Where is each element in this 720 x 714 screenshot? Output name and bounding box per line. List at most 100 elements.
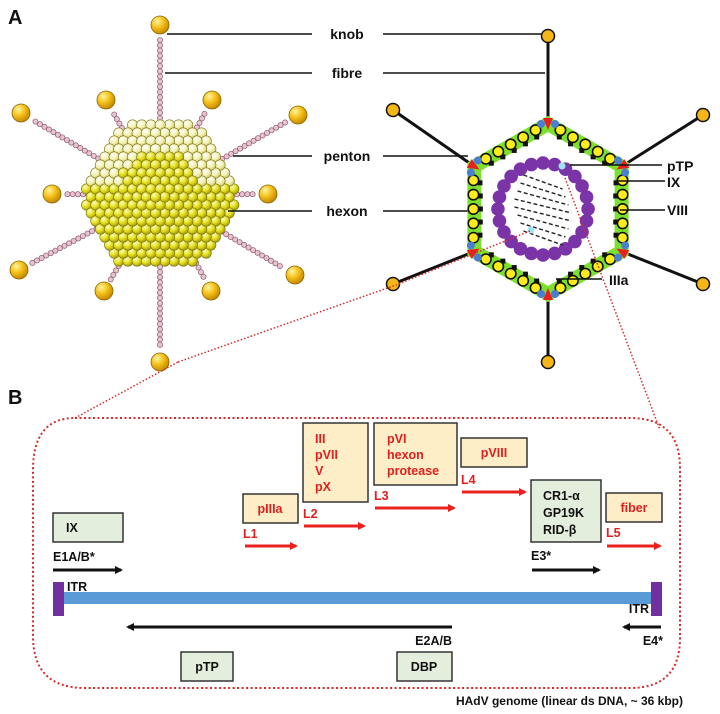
protein-VIII [477, 193, 483, 199]
fibre-bead [29, 259, 36, 266]
protein-IX [579, 267, 592, 280]
label-fibre: fibre [332, 65, 363, 81]
fibre-bead [89, 228, 96, 235]
fibre-bead [113, 116, 120, 123]
box-DBP [396, 651, 453, 682]
fibre-bead [157, 284, 163, 291]
fibre-bead [45, 126, 52, 133]
protein-VIII [477, 232, 483, 238]
core-protein-VII [579, 190, 594, 204]
fibre-bead [157, 269, 163, 275]
knob [150, 15, 170, 35]
core-protein-VII [504, 169, 518, 184]
protein-VIII [488, 160, 494, 166]
box-pTP-text: pTP [195, 660, 219, 674]
label-L3: L3 [374, 489, 389, 503]
fibre-bead [61, 242, 68, 249]
box-L2-line-3: V [315, 464, 324, 478]
fibre-bead [72, 142, 79, 149]
fibre-bead [157, 336, 163, 343]
box-E3-line-1: CR1-α [543, 489, 580, 503]
protein-VIII [579, 147, 585, 153]
box-L1 [242, 493, 299, 524]
fibre-bead [259, 252, 265, 259]
fibre-bead [52, 247, 59, 254]
protein-IIIa [551, 120, 559, 128]
fibre-bead [195, 264, 202, 271]
core-protein-VII [497, 179, 511, 193]
knob [94, 281, 114, 301]
core-protein-VII [581, 202, 595, 216]
protein-IX [616, 203, 629, 216]
genome-dna-bar [63, 592, 655, 604]
fibre-bead [43, 252, 50, 259]
fibre-bead [276, 263, 283, 269]
knob [695, 107, 711, 123]
core-protein-VII [536, 156, 550, 170]
protein-IX [467, 231, 480, 244]
label-L2: L2 [303, 507, 318, 521]
protein-VIII [613, 219, 619, 225]
fibre-bead [157, 279, 163, 286]
fibre-bead [250, 137, 257, 144]
virion-3d-illustration [9, 15, 308, 372]
itr-right-block [651, 582, 662, 616]
protein-VIII [500, 258, 506, 264]
label-E3: E3* [531, 549, 551, 563]
fibre-bead [272, 260, 279, 267]
fibre-bead [264, 129, 271, 136]
penton-base [466, 159, 480, 170]
fibre-bead [239, 191, 246, 198]
fibre-bead [157, 52, 163, 59]
fibre-bead [157, 295, 163, 301]
fibre-bead [198, 115, 205, 122]
core-protein-VII [575, 179, 589, 193]
protein-IIIa [473, 156, 482, 165]
fibre-bead [63, 137, 70, 143]
knob [540, 354, 556, 370]
fibre-bead [232, 148, 239, 155]
protein-IX [492, 260, 505, 273]
fibre-bead [263, 255, 270, 262]
fibre-line [621, 250, 704, 286]
fibre-bead [250, 247, 256, 254]
fibre-bead [245, 244, 252, 251]
fibre-bead [273, 124, 280, 131]
fibre-bead [259, 132, 266, 139]
knob [540, 28, 556, 44]
fibre-bead [157, 109, 163, 116]
protein-VIII [568, 271, 574, 277]
protein-VIII [590, 154, 596, 160]
fibre-bead [244, 191, 251, 198]
fibre-bead [75, 235, 82, 242]
box-L5-text: fiber [620, 501, 647, 515]
fibre-bead [157, 315, 163, 322]
fibre-bead [241, 143, 248, 149]
protein-IX [616, 231, 629, 244]
panel-a-label: A [8, 7, 22, 29]
box-L3-line-2: hexon [387, 448, 424, 462]
protein-IX [591, 145, 604, 158]
protein-IIIa [466, 241, 475, 250]
fibre-bead [157, 63, 163, 69]
protein-IX [529, 124, 542, 137]
fibre-bead [157, 78, 163, 85]
box-L3-line-3: protease [387, 464, 439, 478]
label-hexon: hexon [326, 203, 367, 219]
fibre-bead [246, 140, 253, 147]
dna-strand [520, 222, 566, 238]
label-knob: knob [330, 26, 363, 42]
fibre-bead [68, 139, 75, 146]
fibre-bead [157, 305, 163, 312]
box-E3-line-2: GP19K [543, 506, 584, 520]
box-L5 [605, 492, 663, 523]
fibre-bead [157, 289, 163, 296]
knob [288, 105, 308, 125]
fibre-bead [157, 300, 163, 307]
fibre-bead [157, 326, 163, 333]
core-protein-VII [524, 157, 539, 172]
fibre-bead [111, 111, 118, 118]
label-itr-left: ITR [67, 580, 87, 594]
protein-VIII [579, 265, 585, 271]
box-L2-line-1: III [315, 432, 325, 446]
